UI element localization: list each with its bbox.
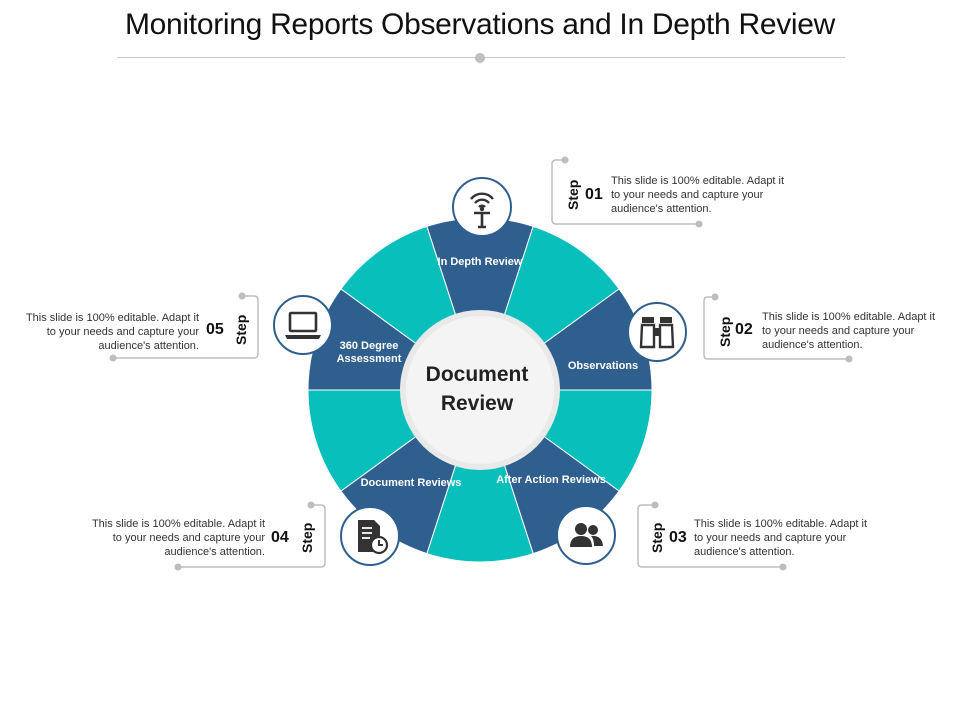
document-clock-icon xyxy=(340,506,400,566)
step-number: 02 xyxy=(735,321,753,338)
step-description: This slide is 100% editable. Adapt it to… xyxy=(611,175,785,215)
step-description: This slide is 100% editable. Adapt it to… xyxy=(694,518,868,558)
step-number: 05 xyxy=(206,321,224,338)
page-title: Monitoring Reports Observations and In D… xyxy=(124,8,836,41)
users-icon xyxy=(556,505,616,565)
segment-label-observations: Observations xyxy=(567,360,639,372)
antenna-person-icon xyxy=(452,177,512,237)
title-divider-dot xyxy=(475,53,485,63)
step-number: 03 xyxy=(669,529,687,546)
step-label: Step xyxy=(565,179,581,210)
step-description: This slide is 100% editable. Adapt it to… xyxy=(762,311,936,351)
segment-label-document-reviews: Document Reviews xyxy=(360,477,462,489)
step-description: This slide is 100% editable. Adapt it to… xyxy=(25,312,199,352)
center-title: Document Review xyxy=(400,360,554,418)
step-label: Step xyxy=(717,316,733,347)
center-circle xyxy=(406,316,554,464)
binoculars-icon xyxy=(627,302,687,362)
step-label: Step xyxy=(233,314,249,345)
laptop-icon xyxy=(273,295,333,355)
center-title-line2: Review xyxy=(440,392,514,415)
step-number: 04 xyxy=(271,529,289,546)
segment-label-after-action-reviews: After Action Reviews xyxy=(496,474,606,486)
segment-label-360-degree-assessment: 360 Degree Assessment xyxy=(336,340,402,365)
step-description: This slide is 100% editable. Adapt it to… xyxy=(91,518,265,558)
step-label: Step xyxy=(299,522,315,553)
step-label: Step xyxy=(649,522,665,553)
center-title-line1: Document xyxy=(425,363,529,386)
step-number: 01 xyxy=(585,186,603,203)
segment-label-in-depth-review: In Depth Review xyxy=(437,256,523,268)
